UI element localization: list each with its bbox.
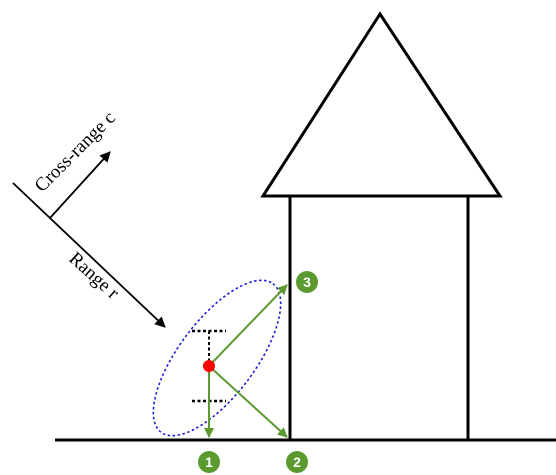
range-label: Range r xyxy=(65,248,124,304)
cross-range-axis-arrow xyxy=(49,151,111,219)
range-axis-arrow xyxy=(12,182,166,328)
uncertainty-ellipse xyxy=(152,279,282,437)
target-point xyxy=(203,360,215,372)
house-roof xyxy=(260,11,503,198)
cross-range-label: Cross-range c xyxy=(31,107,120,196)
path-arrow-3 xyxy=(208,284,288,367)
marker-badge-2: 2 xyxy=(286,451,308,473)
marker-badge-3: 3 xyxy=(296,271,318,293)
marker-badge-3-label: 3 xyxy=(303,274,311,290)
marker-badge-1: 1 xyxy=(198,451,220,473)
marker-badge-2-label: 2 xyxy=(293,454,301,470)
path-arrow-2 xyxy=(208,365,288,438)
marker-badge-1-label: 1 xyxy=(205,454,213,470)
